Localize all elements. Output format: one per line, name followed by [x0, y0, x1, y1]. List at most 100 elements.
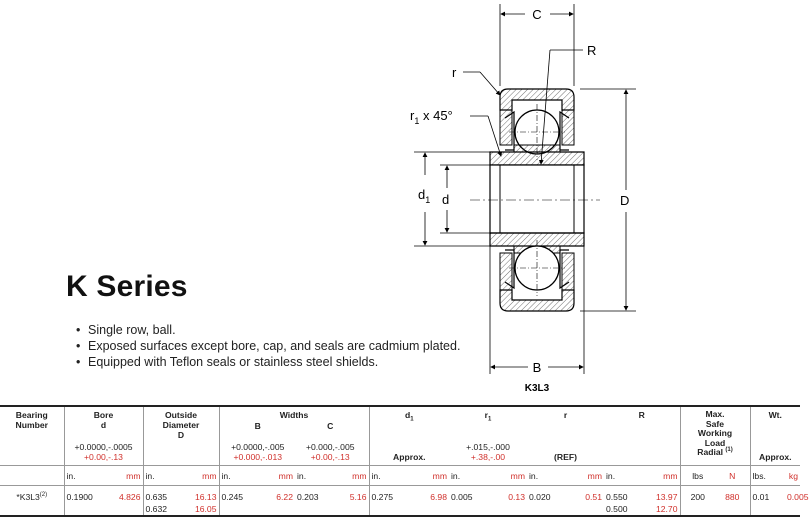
width-c-in-value: 0.203	[297, 492, 319, 502]
unit-mm: mm	[487, 465, 527, 486]
unit-in: in.	[218, 465, 255, 486]
table-row: *K3L3(2) 0.1900 4.826 0.635 16.13 0.245 …	[0, 485, 809, 502]
header-bore: Bore	[93, 410, 114, 420]
outer-ring-top	[499, 88, 575, 146]
table-row-continuation: 0.632 16.05 0.500 12.70	[0, 502, 800, 516]
width-b-tolerance-in: +0.0000,-.005	[231, 442, 285, 452]
unit-mm: mm	[106, 465, 143, 486]
load-newton-value: 880	[725, 492, 740, 502]
header-r1: r1	[484, 410, 492, 423]
d1-in-value: 0.275	[368, 485, 409, 502]
feature-list: Single row, ball. Exposed surfaces excep…	[76, 322, 460, 370]
load-lbs-value: 200	[679, 485, 715, 502]
unit-newton: N	[715, 465, 750, 486]
header-radial: Radial (1)	[697, 447, 733, 457]
feature-item: Equipped with Teflon seals or stainless …	[76, 354, 460, 370]
unit-in: in.	[63, 465, 106, 486]
bore-in-value: 0.1900	[63, 485, 106, 502]
header-width-b: B	[254, 421, 261, 431]
bore-tolerance-mm: +0.00,-.13	[84, 452, 123, 462]
dimension-b	[489, 246, 585, 374]
bore-tolerance-in: +0.0000,-.0005	[74, 442, 133, 452]
big-r-in-value-2: 0.500	[606, 503, 628, 514]
dimension-d1	[414, 151, 490, 247]
weight-lbs-value: 0.01	[749, 485, 785, 502]
unit-lbs: lbs.	[749, 465, 785, 486]
header-max: Max.	[705, 409, 725, 419]
r1-mm-value: 0.13	[508, 492, 525, 502]
dimension-r-leader	[538, 49, 583, 165]
big-r-mm-value-2: 12.70	[655, 503, 678, 514]
width-b-mm-value: 6.22	[276, 492, 293, 502]
page-title: K Series	[66, 270, 188, 303]
unit-mm: mm	[565, 465, 604, 486]
header-d1: d1	[404, 410, 414, 423]
label-d: d	[442, 192, 449, 207]
big-r-mm-value: 13.97	[655, 492, 678, 502]
r1-tolerance-mm: +.38,-.00	[470, 452, 506, 462]
units-row: in. mm in. mm in. mm in. mm in. mm in. m…	[0, 465, 800, 486]
dimension-d	[440, 164, 490, 234]
unit-mm: mm	[179, 465, 219, 486]
od-in-value-2: 0.632	[142, 502, 179, 516]
feature-item: Single row, ball.	[76, 322, 460, 338]
inner-ring	[489, 144, 585, 254]
unit-mm: mm	[642, 465, 680, 486]
unit-in: in.	[142, 465, 179, 486]
outer-ring-bottom	[499, 252, 575, 312]
unit-in: in.	[527, 465, 565, 486]
r-mm-value: 0.51	[585, 492, 602, 502]
header-bore-symbol: d	[100, 420, 107, 430]
unit-mm: mm	[331, 465, 369, 486]
part-caption: K3L3	[525, 383, 550, 394]
d1-mm-value: 6.98	[430, 492, 447, 502]
unit-kg: kg	[785, 465, 800, 486]
header-safe: Safe	[705, 418, 725, 429]
header-number: Number	[15, 420, 48, 430]
label-d1: d1	[418, 187, 430, 205]
header-bearing: Bearing	[15, 410, 48, 420]
od-in-value: 0.635	[142, 485, 179, 502]
header-diameter: Diameter	[162, 420, 200, 430]
header-big-r: R	[638, 410, 645, 420]
header-load: Load	[704, 437, 726, 448]
header-widths: Widths	[279, 410, 309, 420]
r1-tolerance-in: +.015,-.000	[466, 442, 510, 452]
dimension-c	[499, 4, 575, 86]
big-r-in-value: 0.550	[606, 492, 628, 502]
ball-bottom	[509, 240, 565, 296]
bearing-number: *K3L3(2)	[16, 492, 48, 502]
bearing-cross-section-drawing: C R r r1 x 45° d1 d D B K3L3	[410, 4, 636, 394]
unit-in: in.	[449, 465, 487, 486]
width-c-tolerance-in: +0.000,-.005	[306, 442, 355, 452]
unit-lbs: lbs	[679, 465, 715, 486]
label-big-d: D	[620, 193, 629, 208]
unit-in: in.	[368, 465, 409, 486]
header-d1-note: Approx.	[393, 452, 426, 462]
unit-mm: mm	[409, 465, 449, 486]
bore-mm-value: 4.826	[118, 492, 141, 502]
od-mm-value-2: 16.05	[194, 503, 217, 514]
dimension-big-d	[580, 88, 636, 312]
label-b: B	[533, 360, 542, 375]
unit-in: in.	[295, 465, 331, 486]
od-mm-value: 16.13	[194, 492, 217, 502]
unit-in: in.	[604, 465, 642, 486]
width-b-tolerance-mm: +0.000,-.013	[233, 452, 283, 462]
feature-item: Exposed surfaces except bore, cap, and s…	[76, 338, 460, 354]
header-weight-note: Approx.	[759, 452, 792, 462]
label-big-r: R	[587, 43, 596, 58]
header-r-note: (REF)	[554, 452, 577, 462]
width-b-in-value: 0.245	[218, 485, 255, 502]
header-diameter-symbol: D	[177, 430, 185, 440]
label-c: C	[532, 7, 541, 22]
width-c-tolerance-mm: +0.00,-.13	[310, 452, 350, 462]
unit-mm: mm	[255, 465, 295, 486]
label-small-r: r	[452, 65, 457, 80]
header-working: Working	[697, 428, 733, 438]
header-weight: Wt.	[768, 410, 782, 420]
r1-in-value: 0.005	[451, 492, 473, 502]
r-in-value: 0.020	[529, 492, 551, 502]
header-width-c: C	[327, 421, 334, 431]
